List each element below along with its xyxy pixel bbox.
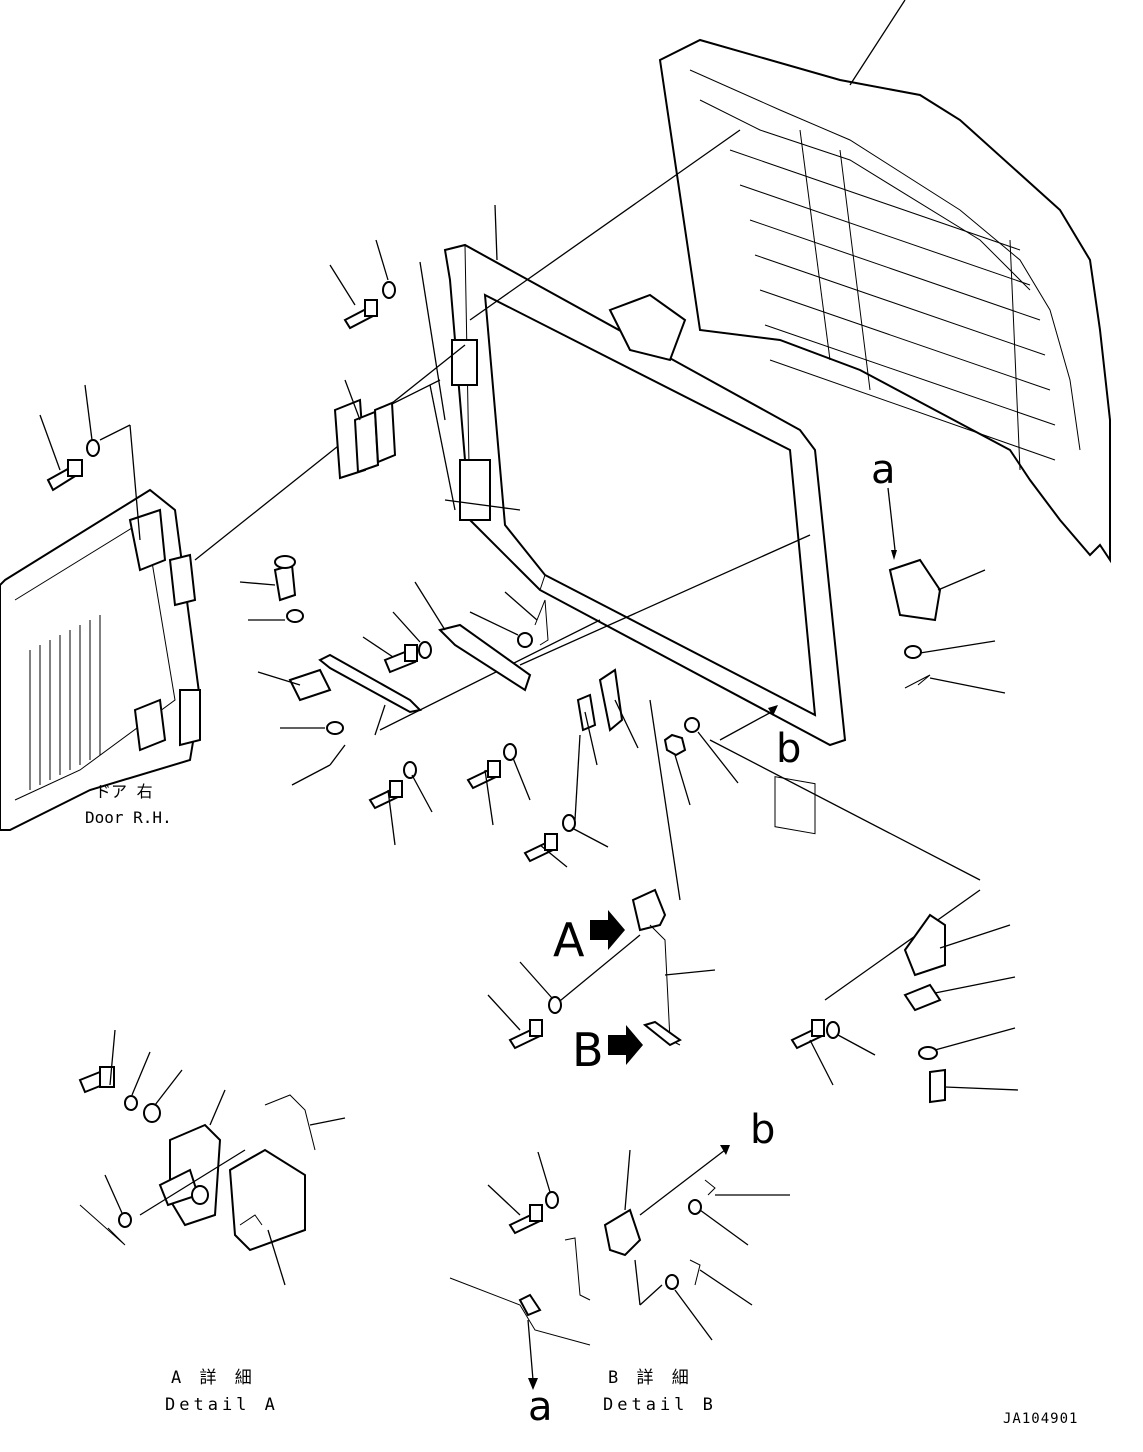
ref-b-bottom: b: [750, 1107, 775, 1153]
latch-plate: [362, 581, 549, 692]
arrow-b-icon: [608, 1025, 643, 1065]
radiator-grille: [658, 0, 1111, 564]
callout-a: A: [553, 913, 585, 967]
arrow-a-icon: [590, 910, 625, 950]
callout-b: B: [572, 1023, 604, 1077]
ref-b-middle: b: [719, 705, 801, 772]
hinge-plates: [333, 379, 397, 480]
ref-b-mid: b: [776, 726, 801, 772]
stay-assembly-left: [239, 555, 423, 786]
door-vent-grid: [29, 615, 101, 790]
door-label-en: Door R.H.: [85, 808, 172, 827]
ref-a-top: a: [871, 447, 896, 493]
bolts-lower-middle: [368, 668, 739, 868]
door-label-jp: ドア 右: [95, 782, 153, 801]
bolt-washer-top: [329, 239, 396, 330]
bracket-cluster-right: [790, 913, 1019, 1104]
detail-a-label-en: Detail A: [165, 1395, 279, 1415]
detail-a: A 詳 細 Detail A: [78, 1029, 346, 1415]
detail-b: a b B 詳 細 Detail B: [449, 1107, 790, 1430]
detail-b-label-en: Detail B: [603, 1395, 717, 1415]
radiator-frame: [443, 204, 847, 835]
bolt-washer-upper-left: [39, 384, 141, 541]
detail-b-label-jp: B 詳 細: [608, 1368, 693, 1388]
drawing-code: JA104901: [1003, 1411, 1078, 1427]
grille-louvers: [729, 129, 1056, 471]
bolts-center-latch: [487, 961, 562, 1050]
latch-assembly-center: A B: [553, 888, 716, 1077]
leader-lines: [194, 129, 981, 1006]
door-rh: ドア 右 Door R.H.: [0, 488, 202, 831]
detail-a-label-jp: A 詳 細: [171, 1368, 256, 1388]
ref-a-bottom: a: [528, 1384, 553, 1430]
bracket-a-right: a: [871, 447, 1006, 694]
